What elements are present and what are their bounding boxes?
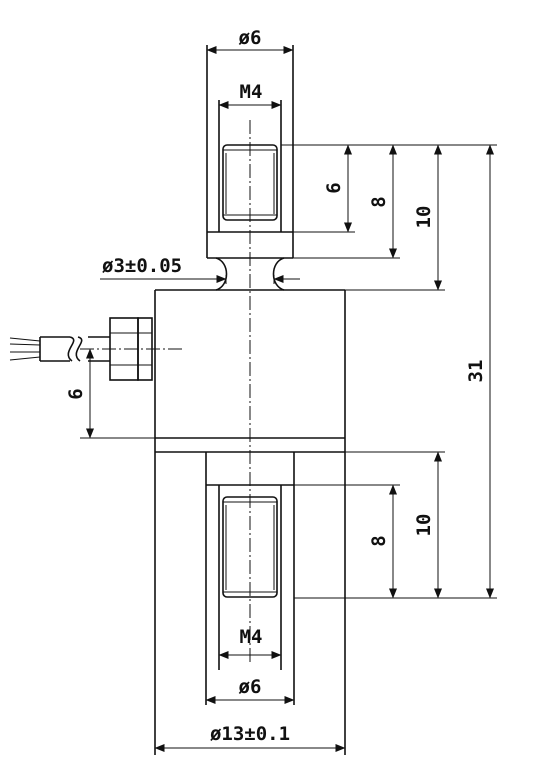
label-neck-diameter: ø3±0.05 [102,255,182,277]
cable-gland [9,317,185,381]
dim-bottom-thread: M4 [218,626,282,659]
label-overall-length: 31 [465,360,487,383]
label-bottom-stud-length: 10 [413,514,435,537]
top-stud [206,45,294,259]
label-top-thread-depth: 6 [323,182,345,193]
dim-body-diameter: ø13±0.1 [154,723,346,752]
label-bottom-thread: M4 [240,626,263,648]
dim-top-diameter: ø6 [206,27,294,54]
label-body-diameter: ø13±0.1 [210,723,290,745]
dim-overall-length: 31 [294,144,497,599]
dim-top-thread: M4 [218,81,282,109]
label-top-diameter: ø6 [239,27,262,49]
dim-top-vertical: 6 8 10 [281,144,497,291]
dim-bottom-diameter: ø6 [205,676,295,704]
label-cable-offset: 6 [65,388,87,399]
dim-neck: ø3±0.05 [100,255,300,283]
label-bottom-diameter: ø6 [239,676,262,698]
bottom-stud [205,452,295,705]
label-top-stud-length: 10 [413,206,435,229]
main-body [154,289,346,755]
dim-cable-offset: 6 [65,348,155,439]
label-bottom-hole-depth: 8 [368,535,390,546]
label-top-thread: M4 [240,81,263,103]
dim-bottom-vertical: 8 10 [294,451,445,599]
label-top-hole-depth: 8 [368,196,390,207]
